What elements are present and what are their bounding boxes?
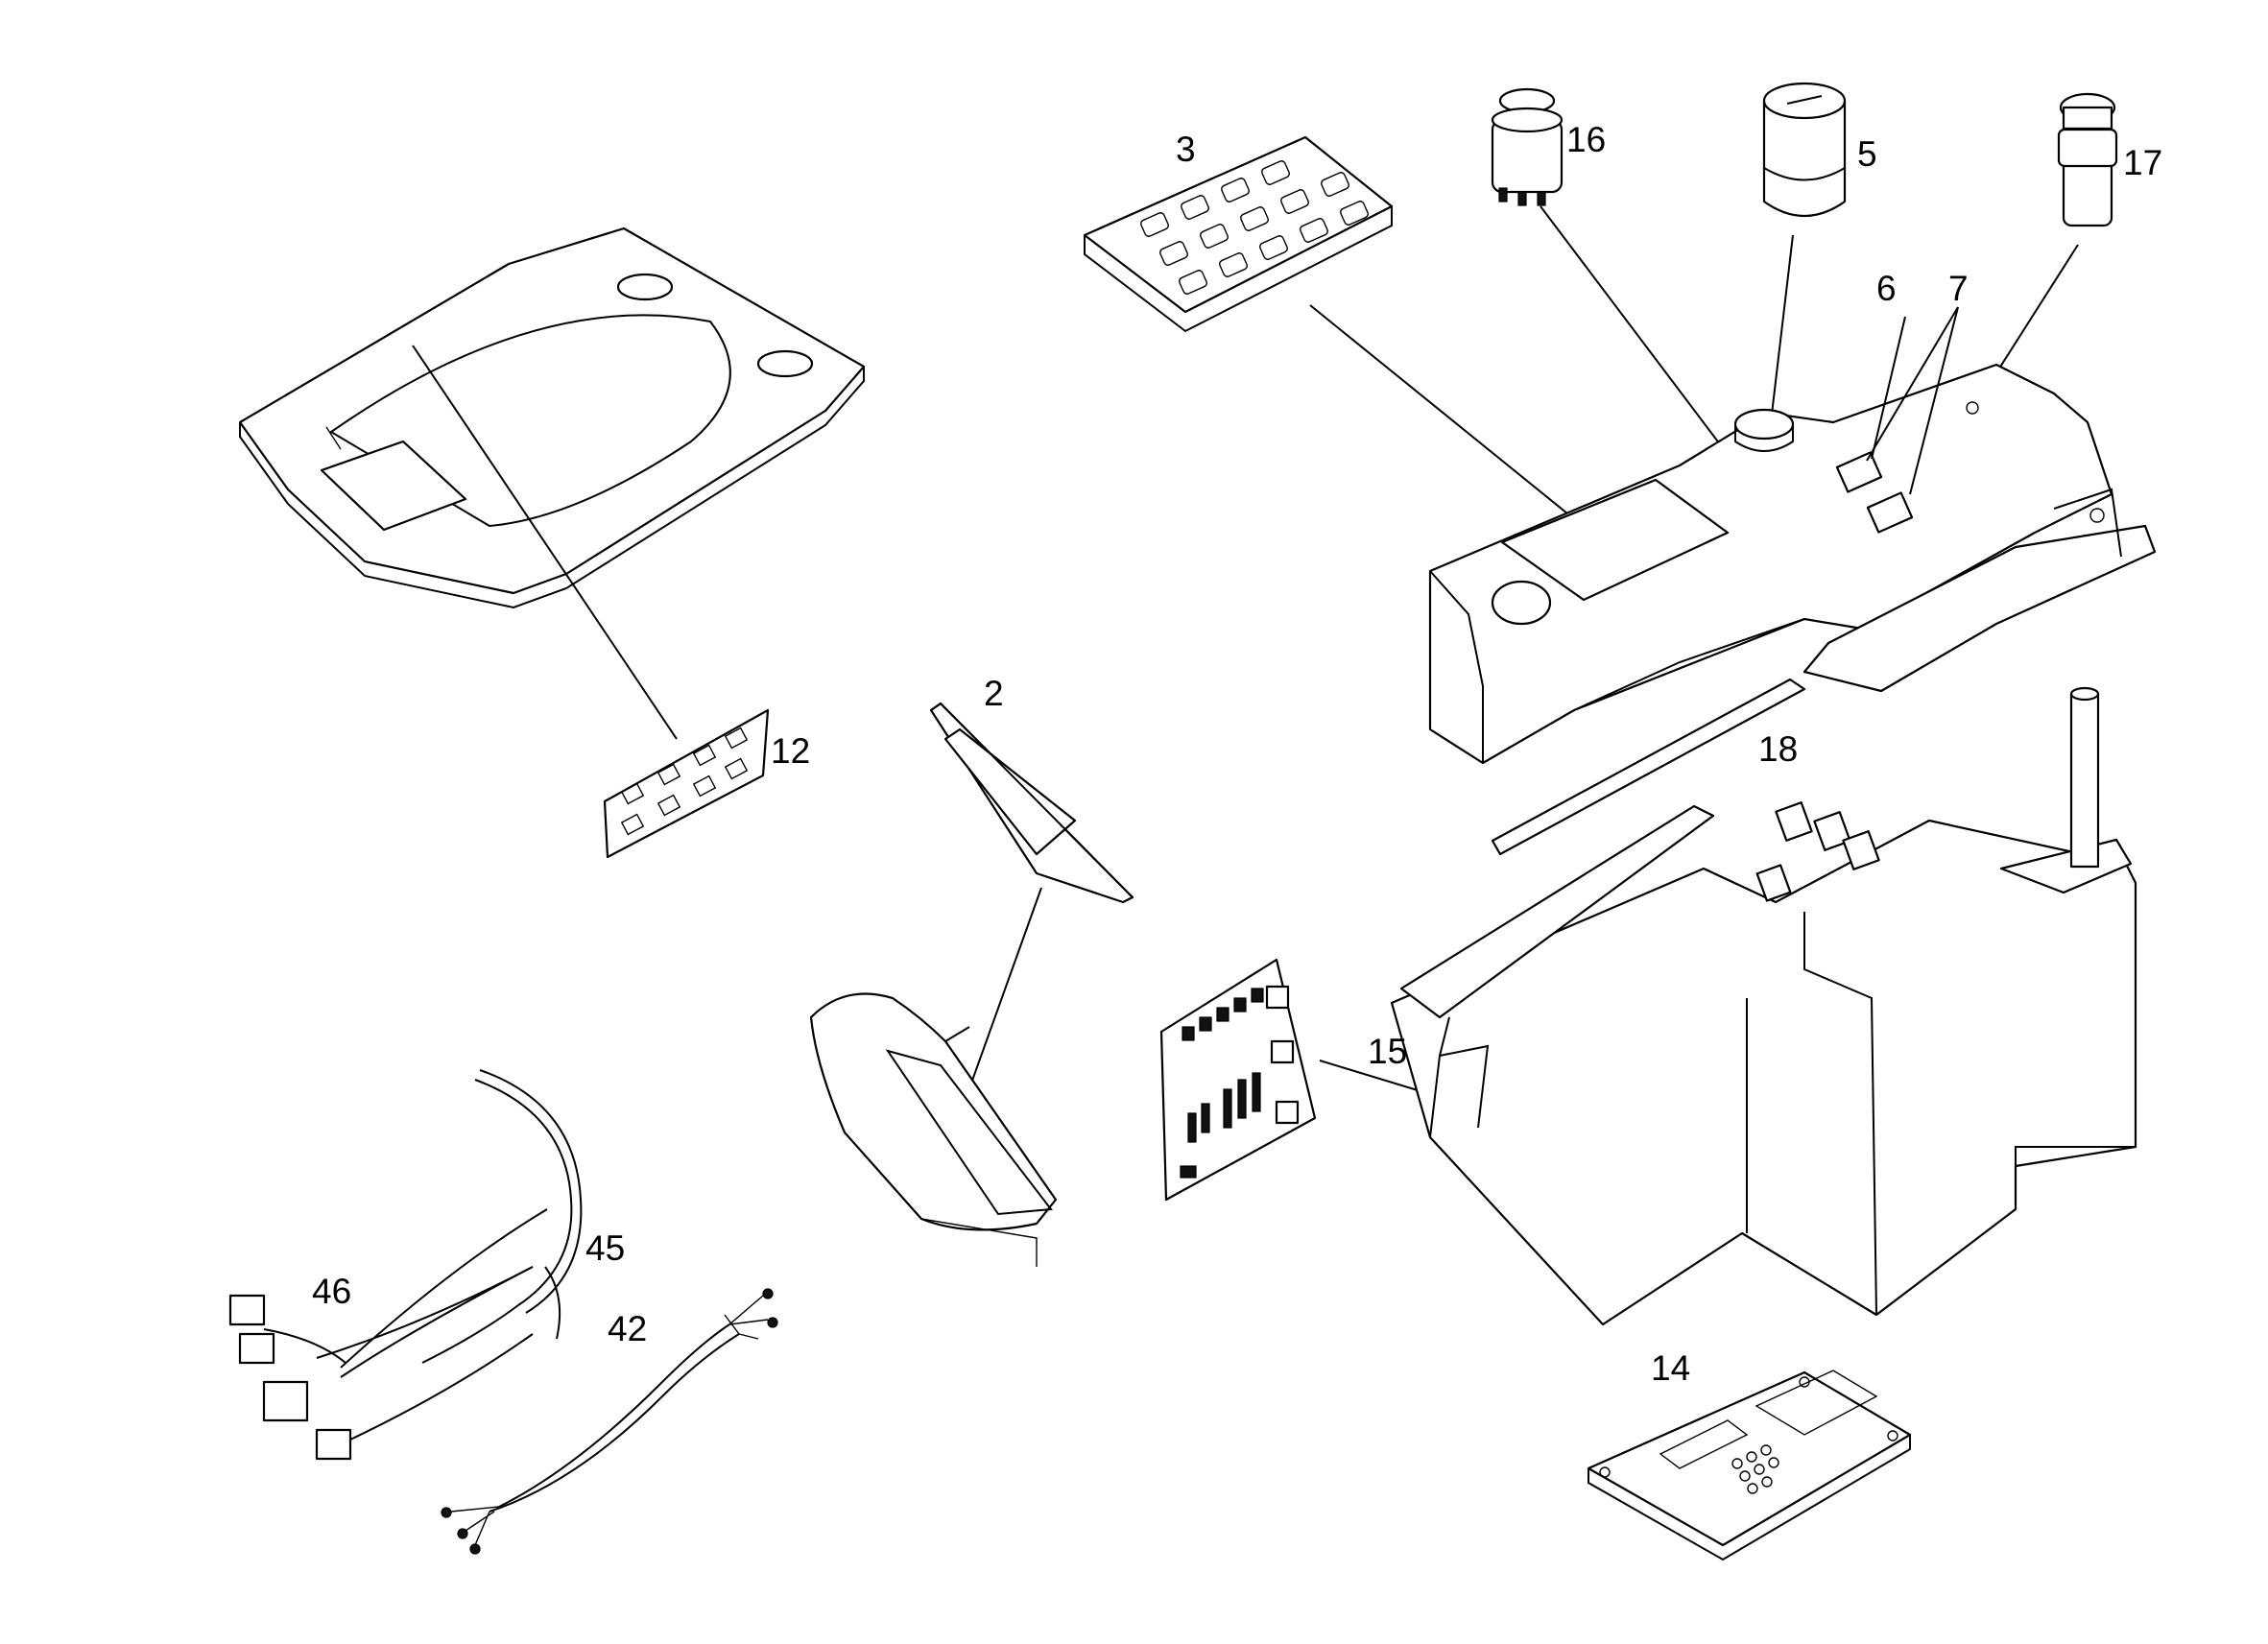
callout-15: 15: [1368, 1032, 1407, 1071]
callout-14: 14: [1651, 1348, 1690, 1388]
keypad-membrane-12: [603, 708, 770, 859]
bracket-plate-14: [1587, 1370, 1912, 1561]
main-lower-housing: [1390, 686, 2137, 1326]
callout-45: 45: [585, 1228, 625, 1268]
callout-5: 5: [1857, 134, 1877, 174]
callout-17: 17: [2123, 143, 2162, 182]
callout-42: 42: [608, 1309, 647, 1348]
key-switch-16: [1491, 87, 1564, 206]
display-window-2: [929, 702, 1134, 904]
leader-line-6: [1871, 316, 1906, 460]
cable-harness-46: [228, 1208, 548, 1461]
top-cover-panel: [238, 226, 866, 609]
callout-12: 12: [771, 731, 810, 771]
leader-line-5: [1770, 234, 1794, 423]
callout-2: 2: [984, 674, 1004, 713]
leader-line-7a: [1866, 306, 1959, 462]
callout-18: 18: [1758, 729, 1798, 769]
callout-16: 16: [1566, 120, 1606, 159]
upper-console-housing: [1428, 363, 2157, 765]
callout-7: 7: [1948, 269, 1969, 308]
leader-line-15: [1319, 1060, 1431, 1095]
callout-6: 6: [1876, 269, 1897, 308]
callout-46: 46: [312, 1272, 351, 1311]
gasket-strip-18: [1491, 678, 1806, 856]
leader-line-7b: [1909, 306, 1959, 495]
cable-45: [421, 1069, 583, 1364]
leader-line-12: [412, 345, 678, 740]
push-button-17: [2057, 92, 2118, 227]
callout-3: 3: [1176, 130, 1196, 169]
cap-knob-5: [1762, 82, 1847, 218]
display-bezel: [809, 992, 1058, 1267]
keypad-3: [1083, 135, 1394, 333]
circuit-board-15: [1159, 958, 1317, 1202]
leader-line-3: [1309, 304, 1604, 543]
cable-harness-42: [441, 1288, 778, 1555]
